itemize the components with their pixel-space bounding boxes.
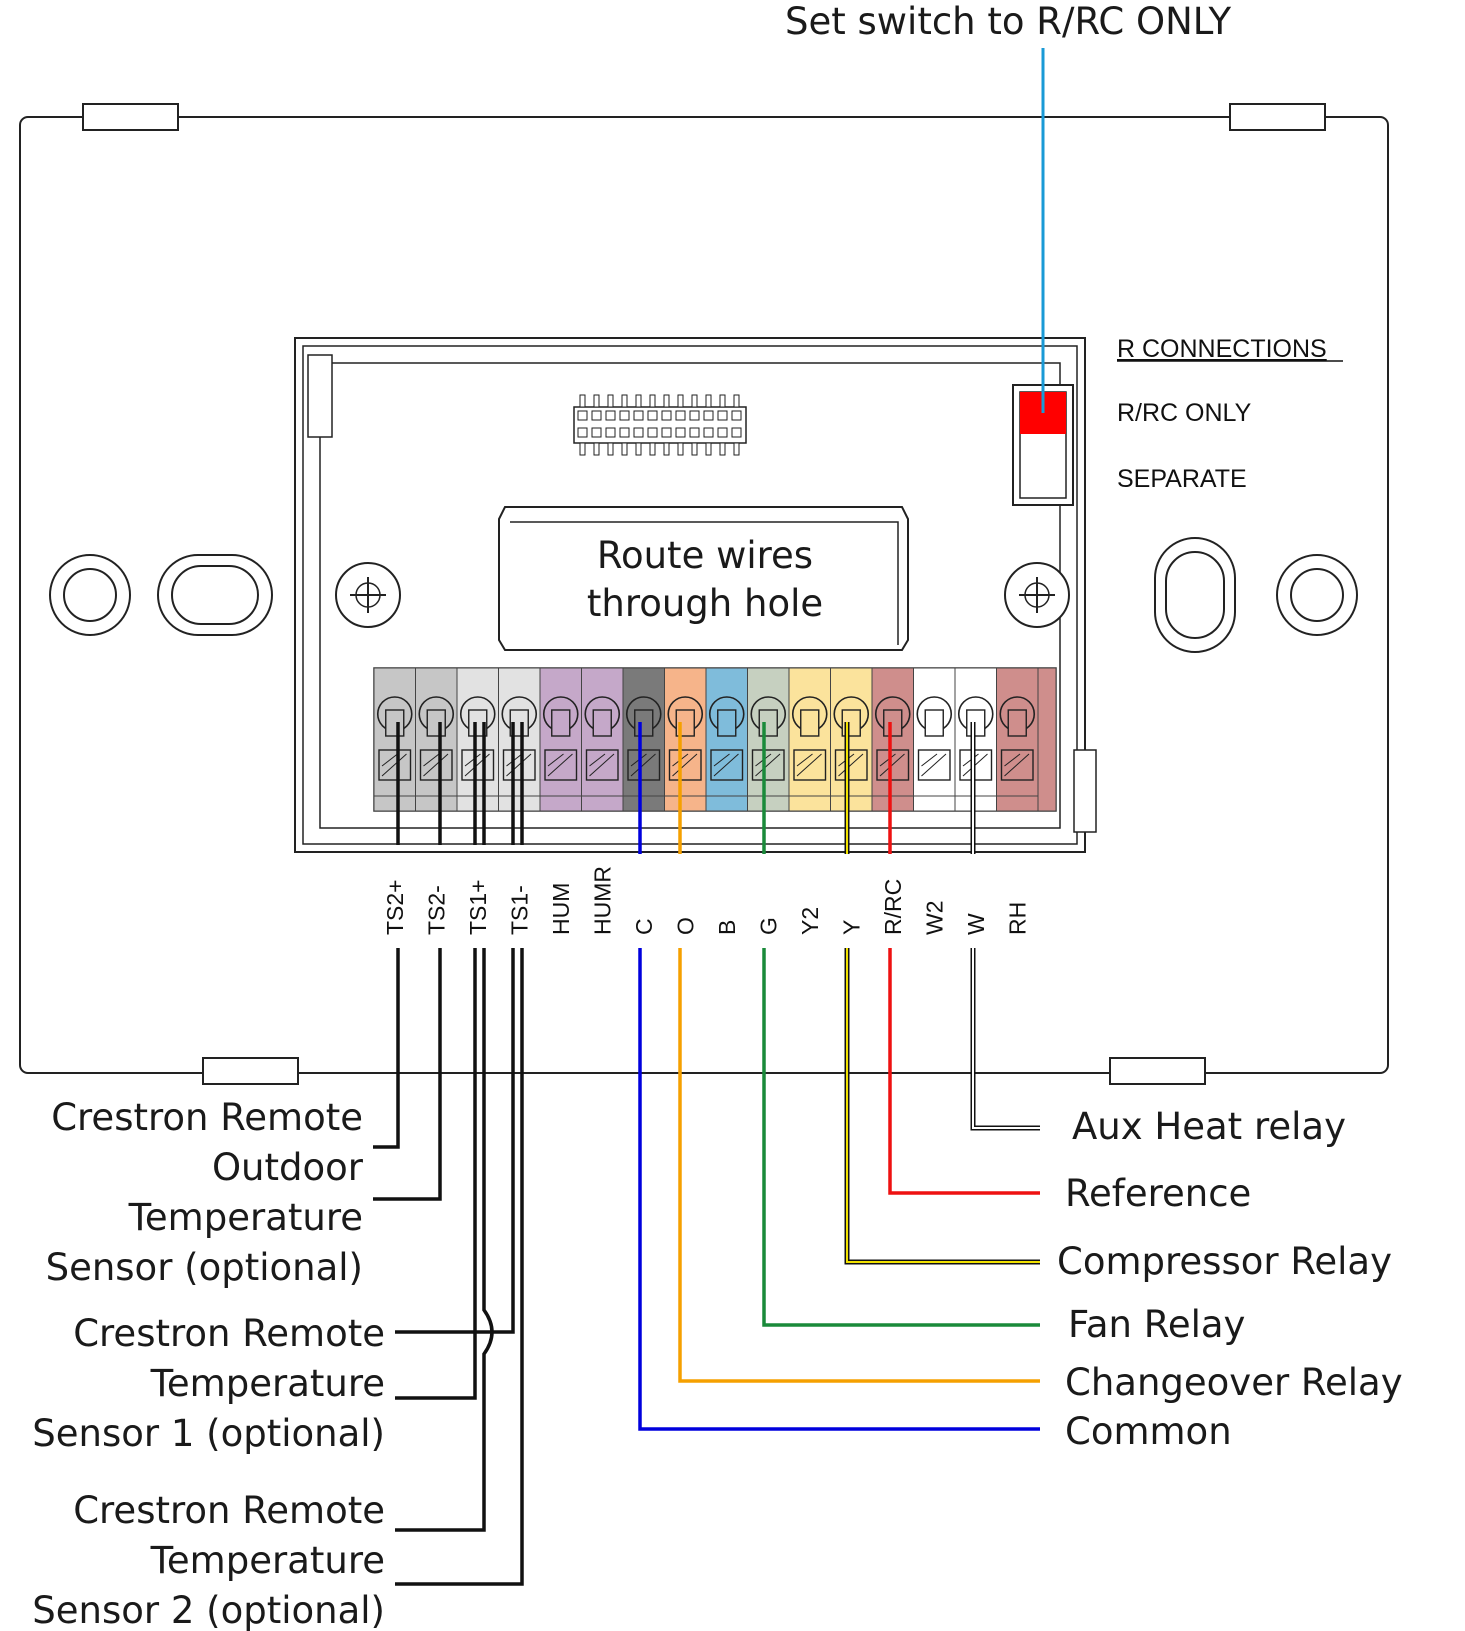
r-option-separate: SEPARATE: [1117, 465, 1247, 493]
wire-ts1-minus-2: [395, 722, 524, 1586]
wire-fan: [762, 722, 1040, 1327]
pin-header: [573, 394, 747, 456]
terminal-label: RH: [1004, 902, 1030, 935]
terminal-label: R/RC: [880, 879, 906, 935]
plate-tab: [1229, 103, 1326, 131]
hole-label-line-1: Route wires: [597, 534, 813, 577]
r-connections-title: R CONNECTIONS: [1117, 335, 1327, 363]
terminal-label: TS2+: [382, 879, 408, 935]
sensor1-line-2: Temperature: [150, 1362, 385, 1405]
terminal-label: B: [714, 920, 740, 935]
callout-aux-heat: Aux Heat relay: [1072, 1105, 1346, 1148]
callout-compressor: Compressor Relay: [1057, 1240, 1392, 1283]
terminal-label: Y: [838, 920, 864, 935]
terminal-label: G: [755, 917, 781, 935]
right-callouts: Aux Heat relay Reference Compressor Rela…: [1057, 1105, 1403, 1453]
terminal-ts1-[interactable]: [498, 667, 541, 812]
terminal-label: TS2-: [423, 885, 449, 935]
terminal-label: HUM: [548, 883, 574, 935]
terminal-w[interactable]: [954, 667, 997, 812]
terminal-ts1-[interactable]: [456, 667, 499, 812]
plate-tab: [1109, 1057, 1206, 1085]
screw: [1004, 562, 1070, 628]
switch-callout: Set switch to R/RC ONLY: [785, 0, 1231, 43]
outdoor-sensor-line-3: Temperature: [128, 1196, 363, 1239]
terminal-label: C: [631, 918, 657, 935]
callout-reference: Reference: [1065, 1172, 1251, 1215]
terminal-w2[interactable]: [913, 667, 956, 812]
sensor1-line-3: Sensor 1 (optional): [32, 1412, 385, 1455]
hole-label-line-2: through hole: [587, 582, 823, 625]
terminal-label: TS1-: [506, 885, 532, 935]
terminal-label: TS1+: [465, 879, 491, 935]
sensor2-line-1: Crestron Remote: [73, 1489, 385, 1532]
wire-ts1-minus: [395, 722, 515, 1334]
callout-common: Common: [1065, 1410, 1232, 1453]
terminal-block: [373, 667, 1057, 812]
left-callouts: Crestron Remote Outdoor Temperature Sens…: [32, 1096, 385, 1631]
terminal-ts2-[interactable]: [415, 667, 458, 812]
terminal-label: Y2: [797, 907, 823, 935]
r-option-rrc-only: R/RC ONLY: [1117, 399, 1252, 427]
terminal-label: W: [963, 913, 989, 935]
terminal-r-rc[interactable]: [871, 667, 914, 812]
outdoor-sensor-line-4: Sensor (optional): [46, 1246, 363, 1289]
wires: [373, 722, 1040, 1586]
wire-hole: Route wires through hole: [498, 506, 909, 651]
sensor2-line-2: Temperature: [150, 1539, 385, 1582]
wire-ts1-plus: [395, 722, 477, 1400]
wire-ts2-plus: [373, 722, 400, 1149]
terminal-humr[interactable]: [581, 667, 624, 812]
wire-changeover: [678, 722, 1040, 1383]
terminal-y[interactable]: [830, 667, 873, 812]
plate-tab: [202, 1057, 299, 1085]
terminal-g[interactable]: [747, 667, 790, 812]
callout-fan: Fan Relay: [1068, 1303, 1245, 1346]
outdoor-sensor-line-2: Outdoor: [212, 1146, 364, 1189]
terminal-c[interactable]: [622, 667, 665, 812]
terminal-rh[interactable]: [996, 667, 1039, 812]
terminal-y2[interactable]: [788, 667, 831, 812]
sensor2-line-3: Sensor 2 (optional): [32, 1589, 385, 1631]
terminal-label: W2: [921, 901, 947, 936]
screw: [335, 562, 401, 628]
sensor1-line-1: Crestron Remote: [73, 1312, 385, 1355]
plate-tab: [82, 103, 179, 131]
terminal-label: HUMR: [589, 866, 615, 935]
terminal-b[interactable]: [705, 667, 748, 812]
outdoor-sensor-line-1: Crestron Remote: [51, 1096, 363, 1139]
wire-reference: [888, 722, 1040, 1195]
wire-ts2-minus: [373, 722, 442, 1201]
terminal-ts2-[interactable]: [373, 667, 416, 812]
terminal-label: O: [672, 917, 698, 935]
terminal-hum[interactable]: [539, 667, 582, 812]
callout-changeover: Changeover Relay: [1065, 1361, 1403, 1404]
wire-common: [638, 722, 1040, 1431]
terminal-o[interactable]: [664, 667, 707, 812]
wire-ts1-plus-2: [395, 722, 494, 1532]
